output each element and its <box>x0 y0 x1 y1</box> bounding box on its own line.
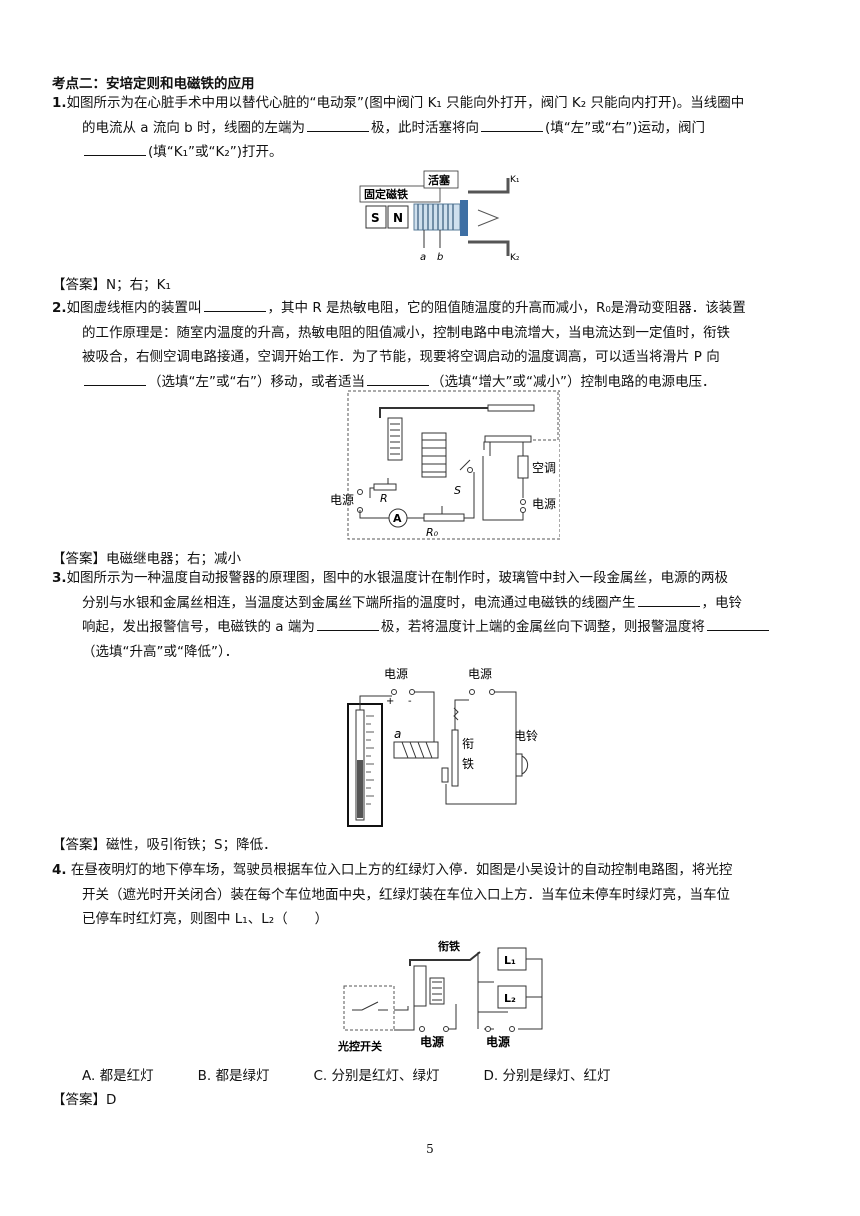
k2-label: K₂ <box>510 253 520 263</box>
q2-line4b: （选填“增大”或“减小”）控制电路的电源电压． <box>430 373 716 390</box>
answer-blank <box>481 117 544 132</box>
answer-blank <box>307 117 370 132</box>
bell-label: 电铃 <box>514 728 538 743</box>
question-number: 3. <box>52 570 67 586</box>
choice-c: C. 分别是红灯、绿灯 <box>313 1068 440 1084</box>
question-2: 2.如图虚线框内的装置叫 ，其中 R 是热敏电阻，它的阻值随温度的升高而减小，R₀… <box>52 296 822 394</box>
a-end-label: a <box>394 727 401 741</box>
answer-blank <box>706 616 769 631</box>
s-switch-label: S <box>454 484 461 497</box>
q1-line2b: 极，此时活塞将向 <box>371 119 480 136</box>
q1-line3: (填“K₁”或“K₂”)打开。 <box>148 144 283 160</box>
l2-label: L₂ <box>504 992 516 1005</box>
s-pole-label: S <box>371 211 380 225</box>
q3-line2b: ，电铃 <box>701 594 743 611</box>
choices: A. 都是红灯 B. 都是绿灯 C. 分别是红灯、绿灯 D. 分别是绿灯、红灯 <box>82 1064 654 1084</box>
q2-answer: 【答案】电磁继电器；右；减小 <box>52 551 241 567</box>
q3-line1: 如图所示为一种温度自动报警器的原理图，图中的水银温度计在制作时，玻璃管中封入一段… <box>66 570 729 586</box>
q4-line1: 在昼夜明灯的地下停车场，驾驶员根据车位入口上方的红绿灯入停．如图是小吴设计的自动… <box>70 862 733 878</box>
relay-circuit-figure: 空调 电源 R 电源 A R₀ S <box>330 390 560 540</box>
a-label: a <box>420 252 426 263</box>
q2-line3: 被吸合，右侧空调电路接通，空调开始工作．为了节能，现要将空调启动的温度调高，可以… <box>82 349 720 365</box>
q1-line1: 如图所示为在心脏手术中用以替代心脏的“电动泵”(图中阀门 K₁ 只能向外打开，阀… <box>66 95 745 111</box>
n-pole-label: N <box>393 211 403 225</box>
r0-label: R₀ <box>426 526 439 539</box>
light-switch-label: 光控开关 <box>338 1039 382 1053</box>
q2-line4a: （选填“左”或“右”）移动，或者适当 <box>148 373 365 390</box>
q3-line3a: 响起，发出报警信号，电磁铁的 a 端为 <box>82 619 315 635</box>
answer-blank <box>84 141 146 156</box>
power-2-label: 电源 <box>468 667 492 681</box>
l1-label: L₁ <box>504 954 516 967</box>
parking-light-circuit-figure: 衔铁 L₁ L₂ 电源 电源 光控开关 <box>338 939 543 1053</box>
q3-line4: （选填“升高”或“降低”）． <box>82 643 239 660</box>
choice-a: A. 都是红灯 <box>82 1068 154 1084</box>
answer-blank <box>84 371 146 386</box>
q4-line3: 已停车时红灯亮，则图中 L₁、L₂（ ） <box>82 911 329 927</box>
answer-blank <box>316 616 379 631</box>
r-label: R <box>380 492 388 505</box>
electric-pump-figure: 固定磁铁 活塞 S N K₁ K₂ a b <box>359 170 520 263</box>
question-3: 3.如图所示为一种温度自动报警器的原理图，图中的水银温度计在制作时，玻璃管中封入… <box>52 566 822 664</box>
left-power-label: 电源 <box>330 493 354 507</box>
page-number: 5 <box>426 1142 434 1156</box>
q4-line2: 开关（遮光时开关闭合）装在每个车位地面中央，红绿灯装在车位入口上方．当车位未停车… <box>82 886 730 903</box>
choice-d: D. 分别是绿灯、红灯 <box>483 1068 611 1084</box>
piston-label: 活塞 <box>428 173 451 187</box>
question-number: 1. <box>52 95 67 111</box>
question-number: 2. <box>52 300 67 316</box>
armature-label-2: 铁 <box>462 757 474 771</box>
ammeter-label: A <box>393 512 402 525</box>
q1-answer: 【答案】N；右；K₁ <box>52 277 171 293</box>
answer-blank <box>637 592 700 607</box>
question-1: 1.如图所示为在心脏手术中用以替代心脏的“电动泵”(图中阀门 K₁ 只能向外打开… <box>52 91 822 165</box>
minus-label: - <box>408 696 412 707</box>
question-4: 4. 在昼夜明灯的地下停车场，驾驶员根据车位入口上方的红绿灯入停．如图是小吴设计… <box>52 858 822 932</box>
choice-b: B. 都是绿灯 <box>197 1068 270 1084</box>
power-1-label: 电源 <box>384 667 408 681</box>
section-title: 考点二：安培定则和电磁铁的应用 <box>52 76 255 92</box>
q3-line2a: 分别与水银和金属丝相连，当温度达到金属丝下端所指的温度时，电流通过电磁铁的线圈产… <box>82 594 636 611</box>
ac-label: 空调 <box>532 461 556 475</box>
power-2-label: 电源 <box>486 1034 510 1049</box>
b-label: b <box>437 252 443 263</box>
right-power-label: 电源 <box>532 497 556 511</box>
q1-line2a: 的电流从 a 流向 b 时，线圈的左端为 <box>82 119 306 136</box>
temperature-alarm-figure: 电源 电源 + - a 衔 铁 电铃 <box>347 667 538 827</box>
q3-line3b: 极，若将温度计上端的金属丝向下调整，则报警温度将 <box>380 619 705 635</box>
q1-line2c: (填“左”或“右”)运动，阀门 <box>545 119 706 136</box>
question-number: 4. <box>52 862 67 878</box>
q4-answer: 【答案】D <box>52 1092 117 1108</box>
plus-label: + <box>386 696 394 707</box>
power-1-label: 电源 <box>420 1034 444 1049</box>
fixed-magnet-label: 固定磁铁 <box>364 187 408 201</box>
q2-line2: 的工作原理是：随室内温度的升高，热敏电阻的阻值减小，控制电路中电流增大，当电流达… <box>82 324 730 341</box>
answer-blank <box>203 297 266 312</box>
q2-line1a: 如图虚线框内的装置叫 <box>66 300 202 316</box>
k1-label: K₁ <box>510 175 520 185</box>
armature-label: 衔铁 <box>438 939 460 953</box>
q2-line1b: ，其中 R 是热敏电阻，它的阻值随温度的升高而减小，R₀是滑动变阻器．该装置 <box>267 300 746 316</box>
armature-label-1: 衔 <box>462 737 474 751</box>
q3-answer: 【答案】磁性，吸引衔铁；S；降低． <box>52 837 277 853</box>
answer-blank <box>366 371 429 386</box>
